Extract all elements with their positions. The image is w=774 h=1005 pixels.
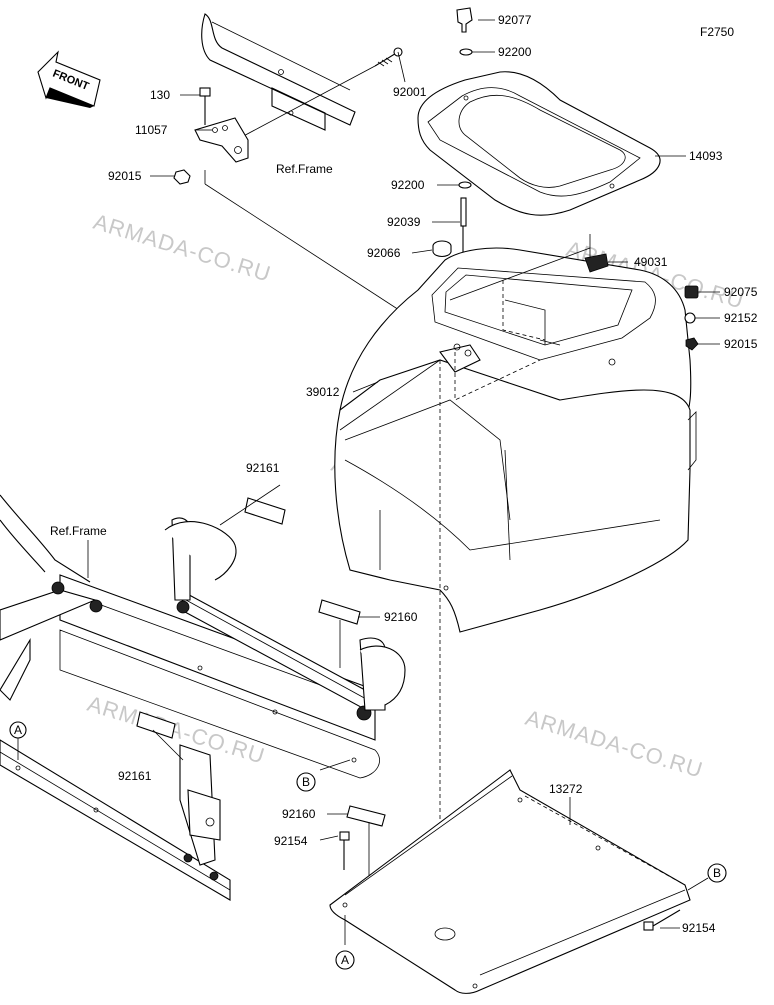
part-92200-mid: 92200 [391, 178, 425, 192]
part-92066: 92066 [367, 246, 401, 260]
ref-markers: A A B B [9, 721, 727, 970]
part-92161-top: 92161 [246, 461, 280, 475]
ref-marker-a-left: A [14, 723, 22, 737]
part-92160-bottom: 92160 [282, 807, 316, 821]
part-39012: 39012 [306, 385, 340, 399]
part-92161-bottom: 92161 [118, 769, 152, 783]
part-92152: 92152 [724, 311, 758, 325]
part-14093: 14093 [689, 149, 723, 163]
part-numbers: 92077 92200 92001 130 11057 92015 14093 … [108, 13, 758, 935]
watermark-1: ARMADA-CO.RU [91, 209, 275, 287]
lower-frame: Ref.Frame [0, 494, 406, 901]
watermark-4: ARMADA-CO.RU [85, 691, 269, 769]
part-92015-right: 92015 [724, 337, 758, 351]
leader-lines [17, 19, 720, 945]
part-92154-left: 92154 [274, 834, 308, 848]
part-49031: 49031 [634, 255, 668, 269]
ref-frame-label-bottom: Ref.Frame [50, 524, 107, 538]
cargo-box [334, 247, 697, 930]
watermark-5: ARMADA-CO.RU [523, 705, 707, 783]
ref-marker-a-bottom: A [341, 953, 349, 967]
latch-hardware [449, 234, 699, 351]
ref-marker-b-mid: B [302, 775, 310, 789]
upper-frame-group: Ref.Frame [173, 13, 454, 346]
part-11057: 11057 [135, 123, 168, 137]
figure-code: F2750 [700, 25, 734, 39]
cargo-lid [417, 71, 661, 216]
part-92200-top: 92200 [498, 45, 532, 59]
part-92075: 92075 [724, 285, 758, 299]
ref-frame-label-top: Ref.Frame [276, 162, 333, 176]
part-13272: 13272 [549, 782, 583, 796]
part-92015-left: 92015 [108, 169, 142, 183]
part-92154-right: 92154 [682, 921, 716, 935]
front-arrow: FRONT [37, 50, 101, 108]
skid-plate [329, 769, 691, 994]
part-92039: 92039 [387, 215, 421, 229]
part-92077: 92077 [498, 13, 532, 27]
part-130: 130 [150, 88, 170, 102]
label-pads [136, 484, 386, 910]
part-92160-mid: 92160 [384, 610, 418, 624]
part-92001: 92001 [393, 85, 427, 99]
ref-marker-b-right: B [713, 866, 721, 880]
